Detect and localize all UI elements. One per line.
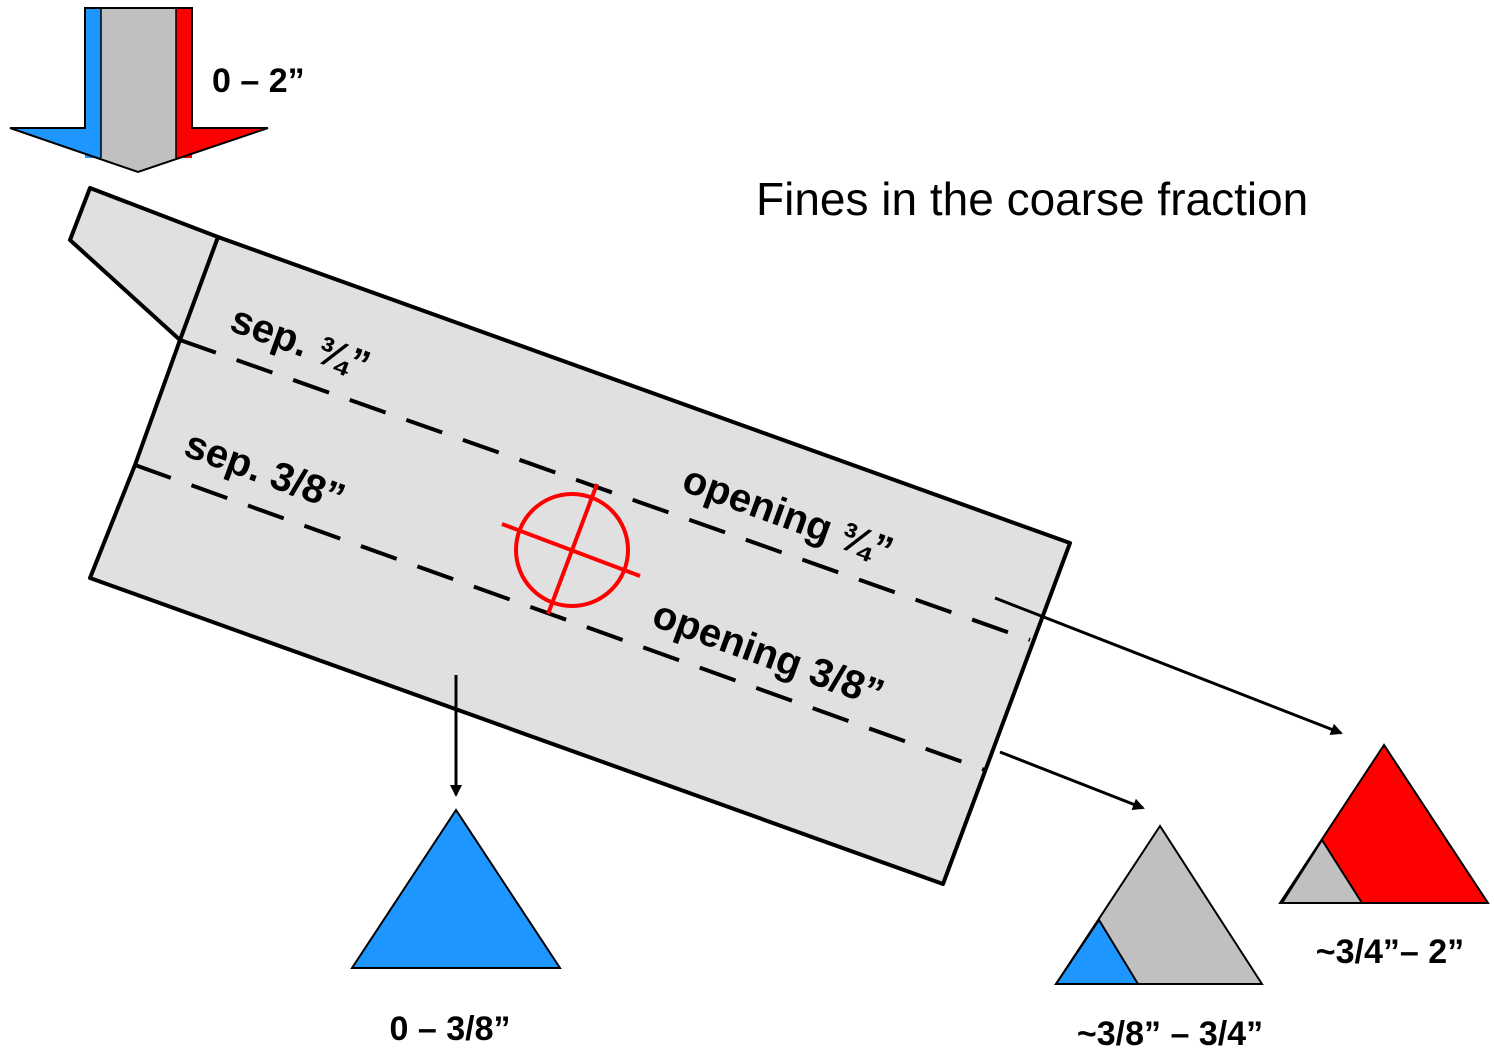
diagram-title: Fines in the coarse fraction (756, 173, 1308, 225)
middle-pile (1054, 824, 1264, 985)
target-crosshair-icon (501, 483, 641, 615)
coarse-pile (1278, 743, 1490, 904)
coarse-output-arrow (994, 596, 1343, 735)
upper-deck-line (179, 338, 1031, 642)
coarse-size-label: ~3/4”– 2” (1316, 933, 1464, 971)
middle-output-arrow (999, 750, 1145, 810)
middle-size-label: ~3/8” – 3/4” (1077, 1015, 1263, 1053)
feed-size-label: 0 – 2” (212, 62, 305, 100)
fines-pile (350, 808, 562, 969)
fines-size-label: 0 – 3/8” (390, 1010, 511, 1048)
lower-deck-line (134, 463, 986, 772)
screen (68, 186, 1072, 886)
feed-arrow (9, 7, 269, 174)
